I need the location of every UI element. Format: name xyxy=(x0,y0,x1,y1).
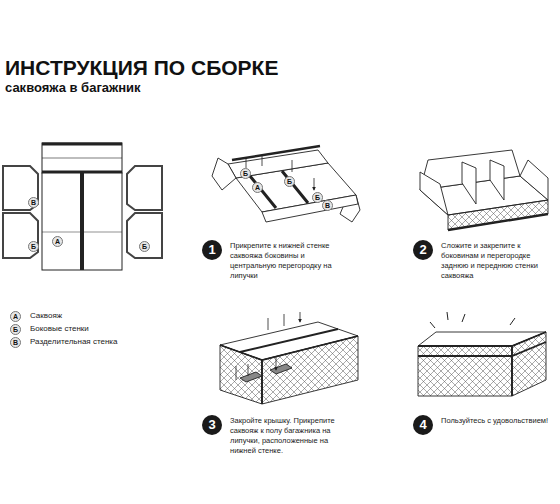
side-panel xyxy=(3,213,38,258)
step2-illustration xyxy=(420,150,548,230)
front-wall xyxy=(448,200,548,230)
bag-body xyxy=(42,173,122,270)
side-panel xyxy=(127,166,162,210)
legend-text: Разделительная стенка xyxy=(30,337,118,346)
side-wall xyxy=(520,160,548,200)
part-letter: Б xyxy=(139,241,150,252)
side-panel xyxy=(127,213,162,258)
lid-edge xyxy=(42,144,122,172)
step-number: 1 xyxy=(202,240,222,260)
divider xyxy=(490,160,504,200)
motion-lines xyxy=(430,312,515,328)
center-strip xyxy=(80,173,84,270)
divider xyxy=(462,162,476,204)
part-letter: В xyxy=(28,197,39,208)
step4-illustration xyxy=(418,312,546,396)
step3-illustration xyxy=(220,312,358,404)
step-number: 2 xyxy=(413,240,433,260)
step-box: 3 Закройте крышку. Прикрепите саквояж к п… xyxy=(202,415,352,456)
flat-layout xyxy=(3,143,162,270)
part-letter: Б xyxy=(28,241,39,252)
part-letter: Б xyxy=(284,176,295,187)
back-flap xyxy=(228,150,328,178)
box-edge xyxy=(220,336,358,404)
step1-illustration xyxy=(212,146,360,222)
lid-panel xyxy=(42,143,122,173)
box-front xyxy=(418,346,512,396)
legend-letter: А xyxy=(10,311,21,322)
box-edge xyxy=(418,332,546,396)
strip xyxy=(232,146,320,160)
subtitle: саквояжа в багажник xyxy=(5,80,141,95)
step-box: 4 Пользуйтесь с удовольствием! xyxy=(413,415,558,435)
step-box: 2 Сложите и закрепите к боковинам и перег… xyxy=(413,240,558,281)
step-text: Сложите и закрепите к боковинам и перего… xyxy=(441,240,558,281)
legend-letter: Б xyxy=(10,324,21,335)
side-wall xyxy=(420,172,448,215)
edge-strip xyxy=(448,214,548,230)
lid-seam xyxy=(42,158,122,159)
step-text: Закройте крышку. Прикрепите саквояж к по… xyxy=(230,415,352,456)
step-text: Прикрепите к нижней стенке саквояжа боко… xyxy=(230,240,352,281)
front-flap xyxy=(262,195,358,222)
step-number: 4 xyxy=(413,415,433,435)
part-letter: А xyxy=(252,182,263,193)
arrow xyxy=(236,356,276,380)
part-letter: В xyxy=(322,200,333,211)
strip xyxy=(250,171,308,208)
step-number: 3 xyxy=(202,415,222,435)
side-panel xyxy=(3,166,38,210)
page-title: ИНСТРУКЦИЯ ПО СБОРКЕ xyxy=(5,56,278,80)
side-flap xyxy=(212,158,236,190)
part-letter: Б xyxy=(240,168,251,179)
part-letter: А xyxy=(52,236,63,247)
lid-seam xyxy=(418,342,546,356)
legend-text: Саквояж xyxy=(30,311,62,320)
arrow xyxy=(268,312,300,330)
part-letter: Б xyxy=(312,192,323,203)
legend-text: Боковые стенки xyxy=(30,324,89,333)
box-side xyxy=(512,332,546,396)
legend-letter: В xyxy=(10,337,21,348)
step-box: 1 Прикрепите к нижней стенке саквояжа бок… xyxy=(202,240,352,281)
step-text: Пользуйтесь с удовольствием! xyxy=(441,415,558,426)
